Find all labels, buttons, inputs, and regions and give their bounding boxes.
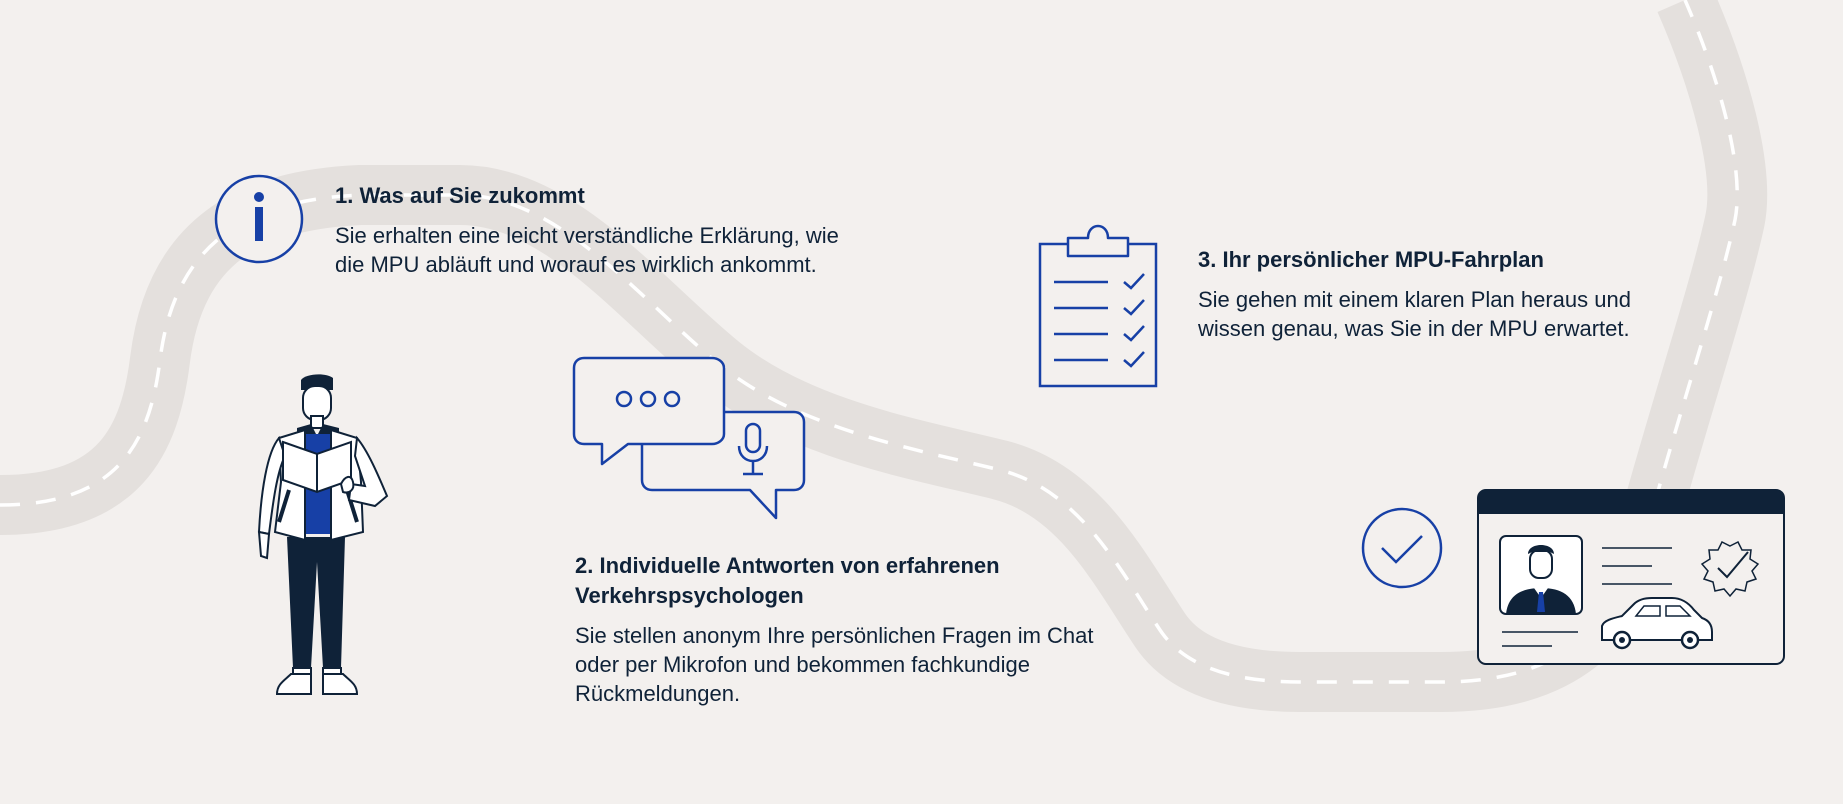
person-reading-illustration bbox=[257, 374, 389, 695]
clipboard-checklist-icon bbox=[1038, 224, 1158, 388]
step-2: 2. Individuelle Antworten von erfahrenen… bbox=[575, 551, 1095, 708]
step-3: 3. Ihr persönlicher MPU-Fahrplan Sie geh… bbox=[1198, 245, 1648, 343]
step-1: 1. Was auf Sie zukommt Sie erhalten eine… bbox=[335, 181, 865, 279]
chat-bubbles-icon bbox=[572, 356, 806, 520]
step-1-text: Sie erhalten eine leicht verständliche E… bbox=[335, 223, 839, 277]
step-1-title: 1. Was auf Sie zukommt bbox=[335, 183, 585, 208]
step-2-text: Sie stellen anonym Ihre persönlichen Fra… bbox=[575, 623, 1094, 706]
checkmark-circle-icon bbox=[1361, 507, 1443, 589]
step-3-title: 3. Ihr persönlicher MPU-Fahrplan bbox=[1198, 247, 1544, 272]
step-3-text: Sie gehen mit einem klaren Plan heraus u… bbox=[1198, 287, 1631, 341]
driver-license-icon bbox=[1477, 489, 1785, 665]
info-icon bbox=[214, 174, 304, 264]
step-2-title: 2. Individuelle Antworten von erfahrenen… bbox=[575, 553, 1000, 608]
